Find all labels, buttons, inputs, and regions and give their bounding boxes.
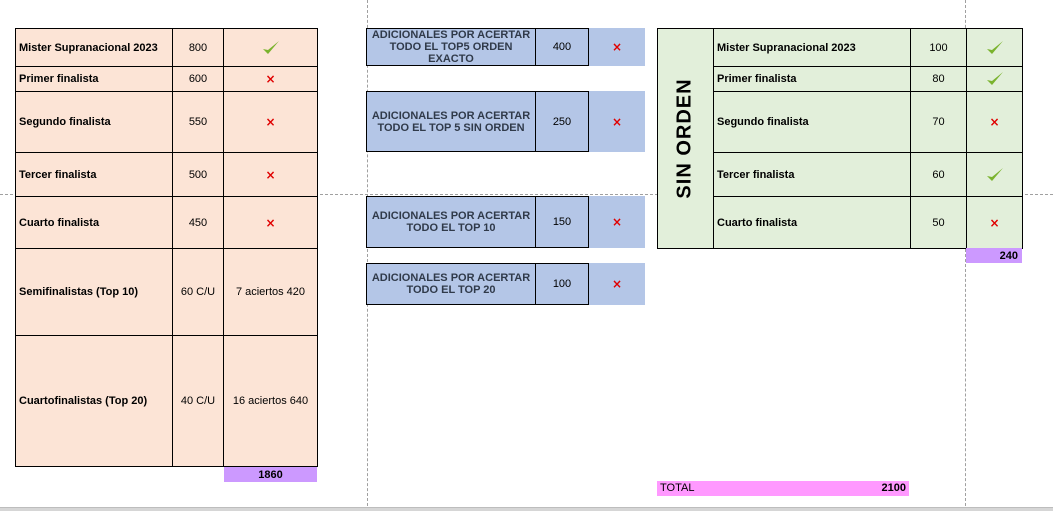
table-row: Segundo finalista 70 × (658, 91, 1023, 153)
grand-total-bar: TOTAL 2100 (657, 481, 909, 496)
bonus-points: 250 (536, 91, 589, 152)
unordered-scores-table: SIN ORDEN Mister Supranacional 2023 100 … (657, 28, 1023, 249)
sheet-bottom-bar (0, 507, 1053, 511)
bonus-points: 400 (536, 28, 589, 66)
cross-icon: × (989, 115, 1000, 129)
cross-icon: × (611, 277, 623, 291)
row-label: Cuarto finalista (15, 196, 173, 249)
result-cell: 7 aciertos 420 (223, 248, 318, 336)
cross-icon: × (265, 167, 276, 182)
cross-icon: × (989, 215, 1000, 230)
bonus-box: ADICIONALES POR ACERTAR TODO EL TOP 5 SI… (366, 91, 645, 152)
table-row: Mister Supranacional 2023 800 (15, 28, 318, 67)
bonus-label: ADICIONALES POR ACERTAR TODO EL TOP 5 SI… (366, 91, 536, 152)
row-label: Primer finalista (15, 66, 173, 92)
page-break-line (965, 0, 966, 511)
table-row: SIN ORDEN Mister Supranacional 2023 100 (657, 28, 1023, 249)
cross-icon: × (611, 40, 623, 54)
points-cell: 600 (172, 66, 224, 92)
table-row: Tercer finalista 500 × (15, 152, 318, 197)
cross-icon: × (265, 215, 276, 230)
cross-icon: × (611, 215, 623, 229)
table-row: Cuarto finalista 450 × (15, 196, 318, 249)
side-label: SIN ORDEN (674, 78, 696, 199)
row-label: Semifinalistas (Top 10) (15, 248, 173, 336)
cross-icon: × (265, 72, 276, 86)
points-cell: 40 C/U (172, 335, 224, 467)
table-row: Tercer finalista 60 (658, 152, 1023, 197)
points-cell: 60 (910, 152, 967, 197)
bonus-points: 100 (536, 263, 589, 305)
row-label: Mister Supranacional 2023 (15, 28, 173, 67)
points-cell: 800 (172, 28, 224, 67)
grand-total-label: TOTAL (660, 482, 695, 494)
points-cell: 80 (910, 66, 967, 92)
check-icon (966, 152, 1023, 197)
table-row: Primer finalista 80 (658, 66, 1023, 92)
side-label-cell: SIN ORDEN (657, 28, 714, 249)
table-row: Primer finalista 600 × (15, 66, 318, 92)
right-subtotal: 240 (966, 248, 1022, 263)
check-icon (966, 66, 1023, 92)
points-cell: 50 (910, 196, 967, 249)
points-cell: 550 (172, 91, 224, 153)
row-label: Segundo finalista (713, 91, 911, 153)
check-icon (966, 28, 1023, 67)
bonus-label: ADICIONALES POR ACERTAR TODO EL TOP5 ORD… (366, 28, 536, 66)
table-row: Semifinalistas (Top 10) 60 C/U 7 acierto… (15, 248, 318, 336)
row-label: Cuarto finalista (713, 196, 911, 249)
grand-total-value: 2100 (881, 482, 906, 494)
bonus-box: ADICIONALES POR ACERTAR TODO EL TOP5 ORD… (366, 28, 645, 66)
left-subtotal: 1860 (224, 467, 317, 482)
row-label: Segundo finalista (15, 91, 173, 153)
result-cell: 16 aciertos 640 (223, 335, 318, 467)
row-label: Cuartofinalistas (Top 20) (15, 335, 173, 467)
row-label: Tercer finalista (15, 152, 173, 197)
table-row: Cuarto finalista 50 × (658, 196, 1023, 249)
row-label: Primer finalista (713, 66, 911, 92)
cross-icon: × (265, 115, 276, 129)
points-cell: 60 C/U (172, 248, 224, 336)
row-label: Mister Supranacional 2023 (713, 28, 911, 67)
bonus-points: 150 (536, 196, 589, 248)
points-cell: 500 (172, 152, 224, 197)
page-break-line (0, 194, 1053, 195)
cross-icon: × (611, 114, 623, 129)
check-icon (223, 28, 318, 67)
bonus-label: ADICIONALES POR ACERTAR TODO EL TOP 10 (366, 196, 536, 248)
bonus-box: ADICIONALES POR ACERTAR TODO EL TOP 20 1… (366, 263, 645, 305)
points-cell: 70 (910, 91, 967, 153)
table-row: Segundo finalista 550 × (15, 91, 318, 153)
page-break-line (367, 0, 368, 511)
points-cell: 100 (910, 28, 967, 67)
table-row: Cuartofinalistas (Top 20) 40 C/U 16 acie… (15, 335, 318, 467)
row-label: Tercer finalista (713, 152, 911, 197)
bonus-label: ADICIONALES POR ACERTAR TODO EL TOP 20 (366, 263, 536, 305)
points-cell: 450 (172, 196, 224, 249)
main-scores-table: Mister Supranacional 2023 800 Primer fin… (15, 28, 318, 467)
bonus-box: ADICIONALES POR ACERTAR TODO EL TOP 10 1… (366, 196, 645, 248)
